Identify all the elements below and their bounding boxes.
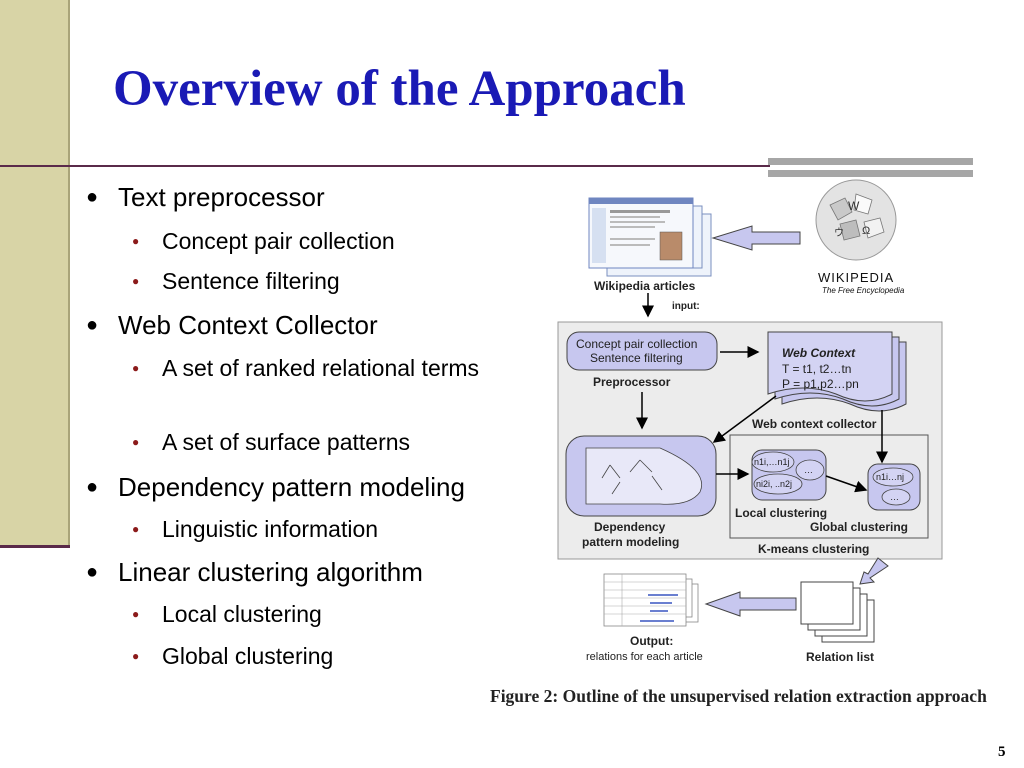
arrow-webcontext-to-dependency — [712, 395, 777, 443]
local-cluster-1 — [751, 451, 795, 473]
bullet-text: Linear clustering algorithm — [118, 557, 423, 587]
global-cluster-1 — [872, 467, 914, 487]
sub-bullet-text: Linguistic information — [162, 516, 379, 542]
bullet-dot: ● — [86, 186, 99, 208]
bullet-dot: ● — [86, 476, 99, 498]
svg-text:W: W — [848, 199, 860, 213]
title-rule — [0, 165, 770, 167]
wikipedia-logo-name: WIKIPEDIA — [818, 270, 894, 285]
global-cluster-2 — [881, 488, 911, 506]
relation-list-stack — [800, 581, 875, 643]
sub-bullet-text: Sentence filtering — [162, 268, 340, 294]
preprocessor-line-2: Sentence filtering — [590, 351, 683, 365]
sub-bullet-text: Local clustering — [162, 601, 322, 627]
bullet-text: Web Context Collector — [118, 310, 378, 340]
sub-bullet-dot: ● — [132, 234, 140, 248]
wikipedia-screenshots — [588, 197, 712, 277]
wikipedia-logo: W Ω ウ — [815, 179, 897, 261]
output-tables — [603, 573, 699, 627]
arrow-local-to-global — [825, 475, 868, 493]
sub-bullet-dot: ● — [132, 522, 140, 536]
sub-bullet-dot: ● — [132, 274, 140, 288]
global-cluster-2-text: … — [890, 492, 899, 502]
sub-bullet-text: A set of ranked relational terms — [162, 355, 480, 381]
output-label: Output: — [630, 634, 673, 648]
title-rule-accent-top — [768, 158, 973, 165]
web-context-line-1: T = t1, t2…tn — [782, 362, 851, 376]
global-clustering-label: Global clustering — [810, 520, 908, 534]
local-cluster-1-text: n1i,…n1j — [754, 457, 790, 467]
bullet-dot: ● — [86, 561, 99, 583]
left-bar-rule — [0, 545, 70, 548]
global-cluster-1-text: n1i…nj — [876, 472, 904, 482]
web-context-stack — [767, 331, 907, 412]
preprocessor-line-1: Concept pair collection — [576, 337, 697, 351]
dependency-label-1: Dependency — [594, 520, 666, 534]
bullet-dot: ● — [86, 314, 99, 336]
preprocessor-box — [566, 331, 718, 371]
arrow-wiki-to-articles — [711, 225, 801, 251]
sub-bullet-text: Concept pair collection — [162, 228, 395, 254]
page-number: 5 — [998, 744, 1006, 760]
bullet-text: Text preprocessor — [118, 182, 325, 212]
sub-bullet-text: Global clustering — [162, 643, 334, 669]
dependency-label-2: pattern modeling — [582, 535, 679, 549]
local-cluster-3 — [795, 459, 825, 481]
web-context-collector-label: Web context collector — [752, 417, 877, 431]
sub-bullet-text: A set of surface patterns — [162, 429, 411, 455]
input-label: input: — [672, 301, 700, 312]
web-context-title: Web Context — [782, 346, 856, 360]
bullet-text: Dependency pattern modeling — [118, 472, 465, 502]
relation-list-label: Relation list — [806, 650, 874, 664]
left-decorative-bar — [0, 0, 70, 547]
figure-caption: Figure 2: Outline of the unsupervised re… — [490, 686, 987, 706]
sub-bullet-dot: ● — [132, 607, 140, 621]
web-context-line-2: P = p1,p2…pn — [782, 377, 859, 391]
preprocessor-label: Preprocessor — [593, 375, 671, 389]
sub-bullet-dot: ● — [132, 435, 140, 449]
slide-title: Overview of the Approach — [113, 61, 686, 117]
arrow-clustering-to-relations — [859, 557, 889, 585]
kmeans-label: K-means clustering — [758, 542, 869, 556]
sub-bullet-dot: ● — [132, 649, 140, 663]
local-cluster-3-text: … — [804, 465, 813, 475]
dependency-tree-lines — [601, 459, 663, 495]
wikipedia-logo-tagline: The Free Encyclopedia — [822, 286, 905, 295]
local-cluster-2-text: ni2i, ..n2j — [756, 479, 792, 489]
wikipedia-articles-label: Wikipedia articles — [594, 279, 696, 293]
arrow-relations-to-output — [704, 591, 797, 617]
title-rule-accent-bottom — [768, 170, 973, 177]
local-clustering-label: Local clustering — [735, 506, 827, 520]
output-sublabel: relations for each article — [586, 651, 703, 663]
svg-text:Ω: Ω — [862, 225, 870, 237]
sub-bullet-dot: ● — [132, 361, 140, 375]
local-cluster-2 — [753, 473, 803, 495]
svg-text:ウ: ウ — [834, 227, 844, 239]
